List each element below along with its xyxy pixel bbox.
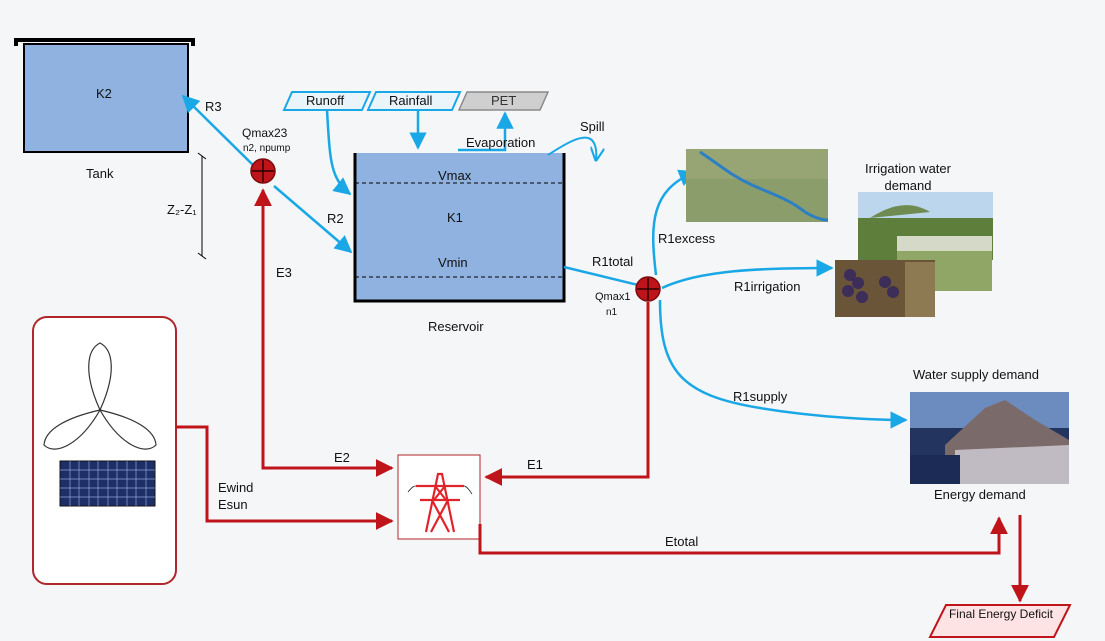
pet-label: PET — [491, 93, 517, 108]
evaporation-arrow — [458, 111, 514, 152]
rainfall-box — [366, 91, 462, 111]
vmin-label: Vmin — [438, 255, 468, 270]
ewind-label: Ewind — [218, 480, 254, 495]
eta1-label: n1 — [606, 307, 618, 318]
evaporation-label: Evaporation — [466, 135, 536, 150]
r3-label: R3 — [205, 99, 222, 114]
e3-label: E3 — [276, 265, 292, 280]
e1-label: E1 — [527, 457, 543, 472]
tank — [14, 38, 195, 153]
water-supply-demand-label: Water supply demand — [913, 367, 1039, 382]
r1excess-label: R1excess — [658, 231, 716, 246]
wind-turbine-icon — [43, 342, 157, 450]
turbine-node — [635, 276, 661, 302]
r1total-label: R1total — [592, 254, 634, 269]
r1supply-arrow — [658, 299, 908, 429]
r1supply-label: R1supply — [733, 389, 788, 404]
rainfall-label: Rainfall — [389, 93, 433, 108]
r1irrigation-arrow — [661, 259, 834, 290]
solar-panel-icon — [59, 460, 156, 507]
energy-flows — [176, 188, 1029, 603]
r3-arrow — [181, 94, 259, 171]
e2-e3-arrow — [254, 188, 394, 477]
reservoir-name: K1 — [447, 210, 463, 225]
irrigation-photos — [835, 192, 993, 317]
r1irrigation-label: R1irrigation — [734, 279, 801, 294]
runoff-arrow — [325, 109, 352, 196]
river-photo — [686, 149, 829, 222]
runoff-box — [282, 91, 372, 111]
r1total-line — [563, 265, 639, 287]
head-difference-marker — [197, 152, 207, 260]
r1excess-arrow — [651, 169, 697, 276]
pet-box — [457, 91, 550, 111]
etotal-arrow — [478, 516, 1008, 555]
vmax-label: Vmax — [438, 168, 472, 183]
qmax23-label: Qmax23 — [242, 126, 288, 140]
e2-label: E2 — [334, 450, 350, 465]
power-grid-node — [397, 454, 481, 540]
tank-body — [23, 43, 189, 153]
renewables-box — [32, 316, 177, 585]
qmax1-label: Qmax1 — [595, 291, 631, 303]
transmission-tower-icon — [416, 472, 464, 533]
pump-node — [250, 158, 276, 184]
tank-caption: Tank — [86, 166, 114, 181]
deficit-box — [928, 604, 1072, 638]
reservoir-caption: Reservoir — [428, 319, 484, 334]
etotal-label: Etotal — [665, 534, 699, 549]
ewind-esun-arrow — [176, 425, 394, 530]
r2-label: R2 — [327, 211, 344, 226]
spill-label: Spill — [580, 119, 605, 134]
town-photo — [910, 392, 1069, 484]
spill-arrow — [547, 136, 596, 160]
e1-arrow — [484, 302, 650, 486]
energy-demand-label: Energy demand — [934, 487, 1026, 502]
runoff-label: Runoff — [306, 93, 345, 108]
final-energy-deficit-label: Final Energy Deficit — [948, 607, 1054, 621]
esun-label: Esun — [218, 497, 248, 512]
head-difference-label: Z₂-Z₁ — [167, 202, 197, 217]
irrigation-demand-label: Irrigation water demand — [865, 161, 951, 193]
tank-name: K2 — [96, 86, 112, 101]
eta2-label: n2, npump — [243, 143, 291, 154]
tank-rim — [14, 38, 195, 46]
